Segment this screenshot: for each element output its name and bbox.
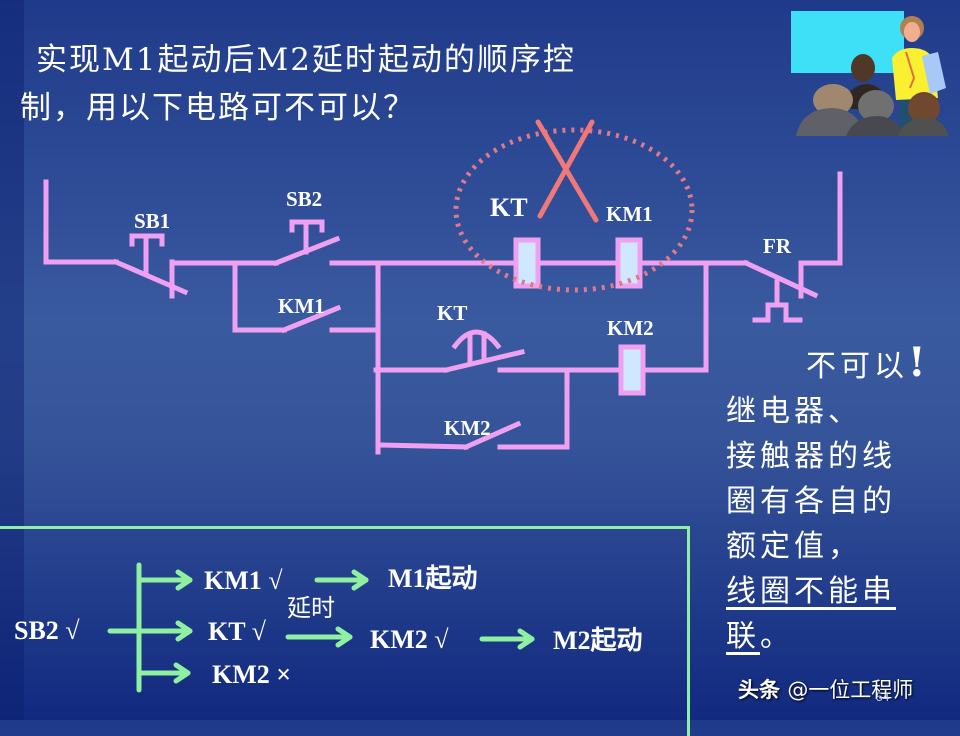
arrow-to-km2-icon bbox=[138, 662, 191, 684]
sb1-stop-button-icon bbox=[112, 233, 189, 299]
label-kt-contact: KT bbox=[437, 301, 468, 325]
exclamation-mark: ! bbox=[908, 339, 930, 386]
highlight-dotted-circle bbox=[453, 127, 695, 293]
control-circuit-diagram bbox=[43, 119, 843, 455]
sb2-start-button-icon bbox=[272, 219, 341, 267]
right-power-rail bbox=[798, 171, 843, 266]
title-line-1: 实现M1起动后M2延时起动的顺序控 bbox=[36, 42, 576, 78]
answer-line-4: 额定值， bbox=[726, 529, 862, 564]
watermark: 头条 @一位工程师 bbox=[738, 674, 913, 704]
label-km2-contact: KM2 bbox=[444, 416, 491, 440]
arrow-to-kt-icon bbox=[138, 620, 193, 642]
km1-aux-contact-icon bbox=[280, 304, 342, 334]
flow-km2-on: KM2 √ bbox=[370, 625, 449, 654]
answer-explanation: 不可以! 继电器、 接触器的线 圈有各自的 额定值， 线圈不能串 联。 bbox=[726, 340, 956, 659]
wrong-cross-icon bbox=[535, 119, 599, 223]
answer-line-6-underlined: 联 bbox=[726, 619, 760, 654]
arrow-to-m1-icon bbox=[314, 569, 369, 591]
label-km1-contact: KM1 bbox=[278, 294, 325, 318]
sequence-flow-box bbox=[0, 526, 690, 736]
flow-arrows bbox=[107, 562, 535, 693]
answer-line-1: 继电器、 bbox=[726, 394, 862, 429]
arrow-to-km1-icon bbox=[138, 569, 193, 591]
label-kt-coil: KT bbox=[490, 193, 528, 222]
flow-km2-off: KM2 × bbox=[212, 660, 292, 689]
label-km1-coil: KM1 bbox=[606, 202, 653, 226]
km2-aux-contact-icon bbox=[462, 420, 522, 451]
presenter-clipart-icon bbox=[791, 11, 948, 136]
slide-title: 实现M1起动后M2延时起动的顺序控 制，用以下电路可不可以？ bbox=[20, 36, 620, 132]
label-sb1: SB1 bbox=[134, 209, 171, 233]
flow-m1-start: M1起动 bbox=[388, 564, 478, 593]
title-line-2: 制，用以下电路可不可以？ bbox=[20, 90, 416, 126]
arrow-delay-icon bbox=[285, 626, 353, 648]
answer-line-6-tail: 。 bbox=[760, 619, 794, 654]
kt-delay-contact-icon bbox=[442, 329, 526, 374]
answer-verdict: 不可以! bbox=[806, 339, 930, 386]
flow-start-sb2: SB2 √ bbox=[14, 616, 80, 645]
answer-line-3: 圈有各自的 bbox=[726, 484, 896, 519]
flow-delay-note: 延时 bbox=[287, 594, 335, 622]
page-number: 54 bbox=[876, 690, 890, 704]
watermark-platform: 头条 bbox=[738, 678, 780, 702]
answer-line-5-underlined: 线圈不能串 bbox=[726, 574, 896, 609]
label-km2-coil: KM2 bbox=[607, 316, 654, 340]
answer-line-2: 接触器的线 bbox=[726, 439, 896, 474]
label-sb2: SB2 bbox=[286, 187, 323, 211]
flow-kt: KT √ bbox=[208, 617, 266, 646]
fr-thermal-relay-icon bbox=[742, 259, 819, 323]
arrow-to-m2-icon bbox=[479, 628, 535, 650]
flow-m2-start: M2起动 bbox=[553, 626, 643, 655]
label-fr: FR bbox=[763, 234, 791, 258]
flow-km1: KM1 √ bbox=[204, 566, 283, 595]
left-power-rail bbox=[43, 179, 119, 265]
watermark-author: @一位工程师 bbox=[787, 678, 914, 702]
slide-left-band bbox=[0, 0, 24, 720]
